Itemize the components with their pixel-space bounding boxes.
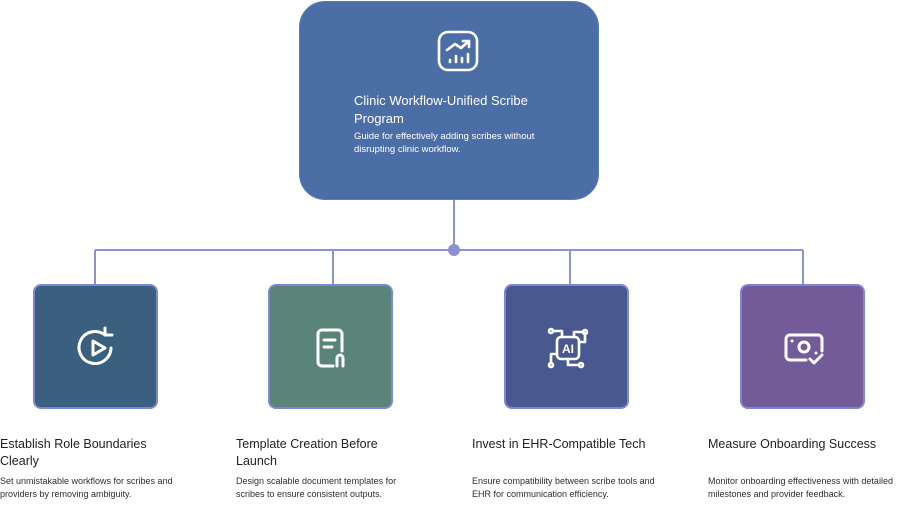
step-description: Ensure compatibility between scribe tool… xyxy=(472,476,655,499)
step-title: Measure Onboarding Success xyxy=(708,437,877,451)
step-card-onboarding-success xyxy=(740,284,865,409)
root-title: Clinic Workflow-Unified Scribe Program xyxy=(354,93,528,126)
step-card-role-boundaries xyxy=(33,284,158,409)
step-card-template-creation xyxy=(268,284,393,409)
root-description: Guide for effectively adding scribes wit… xyxy=(354,131,535,155)
play-cycle-icon xyxy=(77,326,114,365)
svg-text:AI: AI xyxy=(562,342,574,356)
growth-chart-icon xyxy=(437,30,479,72)
step-description: Monitor onboarding effectiveness with de… xyxy=(708,476,893,499)
root-node: Clinic Workflow-Unified Scribe Program G… xyxy=(299,1,599,200)
step-title: Template Creation Before Launch xyxy=(236,437,378,468)
step-title: Invest in EHR-Compatible Tech xyxy=(472,437,646,451)
money-check-icon xyxy=(784,333,824,365)
document-icon xyxy=(316,328,345,368)
step-title: Establish Role Boundaries Clearly xyxy=(0,437,147,468)
step-description: Set unmistakable workflows for scribes a… xyxy=(0,476,173,499)
step-card-ehr-tech: AI xyxy=(504,284,629,409)
step-description: Design scalable document templates for s… xyxy=(236,476,397,499)
junction-node xyxy=(448,244,460,256)
ai-chip-icon: AI xyxy=(547,327,589,369)
